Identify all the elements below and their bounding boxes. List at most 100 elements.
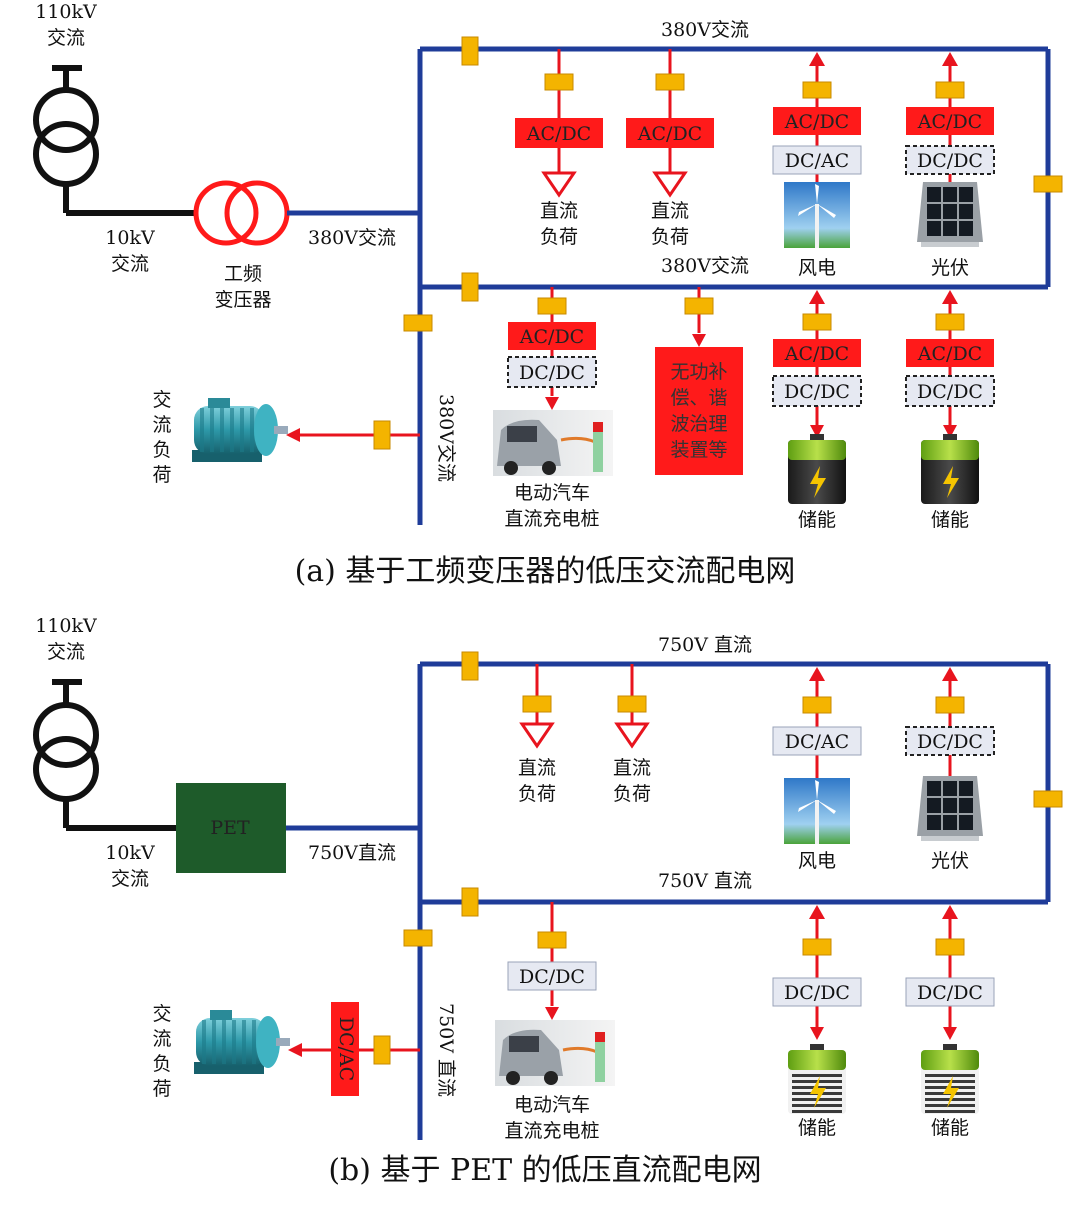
pv-branch: AC/DC DC/DC 光伏 [905,52,995,279]
breaker [1033,175,1063,193]
converter-ac-dc: AC/DC [626,118,714,148]
arrow-down [810,1027,824,1040]
line-10kv-label: 10kV [105,227,155,249]
ac-load-label: 负 [152,439,171,461]
breaker [802,81,832,99]
ac-load-label: 负 [152,1053,171,1075]
arrow-left [286,428,300,442]
compensation-label: 无功补 [670,361,727,383]
ev-label: 电动汽车 [514,1094,590,1116]
vertical-bus-label: 380V交流 [435,394,457,482]
converter-dc: DC/DC [507,961,597,991]
converter-label: AC/DC [637,123,702,145]
feeder-label: 750V直流 [308,842,396,864]
wind-branch: DC/AC 风电 [772,667,862,872]
converter-label: DC/AC [785,731,849,753]
line-10kv-label: 交流 [111,253,149,275]
pv-label: 光伏 [931,257,969,279]
breaker [802,313,832,331]
power-transformer-icon [193,180,290,246]
dc-load-label: 直流 [540,200,578,222]
pet-box [176,783,286,873]
breaker [403,314,433,332]
converter-label: DC/DC [917,381,983,403]
wind-label: 风电 [798,850,836,872]
converter-dc: DC/DC [905,145,995,175]
dc-load-triangle [652,171,688,198]
arrow-down [810,425,824,438]
dc-load-triangle [519,722,555,749]
compensation-device [655,347,743,475]
ev-label: 直流充电桩 [504,1120,599,1142]
compensation-label: 偿、谐 [670,387,727,409]
pv-branch: DC/DC 光伏 [905,667,995,872]
storage-label: 储能 [798,509,836,531]
arrow-left [288,1043,302,1057]
arrow-down [545,1007,559,1020]
compensation-label: 波治理 [670,413,727,435]
panel-a-ac-grid: 110kV交流10kV交流工频变压器380V交流380V交流380V交流380V… [33,1,1063,589]
converter-label: AC/DC [917,343,982,365]
motor-converter-label: DC/AC [335,1017,357,1081]
arrow-up [809,905,825,919]
breaker [522,695,552,713]
arrow-up [942,290,958,304]
breaker [655,73,685,91]
converter-label: AC/DC [784,343,849,365]
battery-icon [788,434,846,504]
breaker [461,272,479,302]
converter-dc: DC/DC [905,977,995,1007]
arrow-down [943,1027,957,1040]
arrow-up [942,667,958,681]
transformer-label: 工频 [224,263,262,285]
middle-bus-label: 380V交流 [661,255,749,277]
wind-label: 风电 [798,257,836,279]
storage-label: 储能 [931,509,969,531]
converter-label: DC/DC [917,731,983,753]
converter-label: DC/DC [917,150,983,172]
dc-load-label: 负荷 [613,783,651,805]
converter-label: DC/DC [917,982,983,1004]
converter-label: AC/DC [917,111,982,133]
battery-icon [921,434,979,504]
ac-load-label: 交 [152,1003,171,1025]
converter-ac-dc: AC/DC [906,107,994,135]
arrow-up [809,290,825,304]
vertical-bus-label: 750V 直流 [435,1003,457,1097]
breaker [935,696,965,714]
breaker [537,931,567,949]
arrow-up [942,905,958,919]
motor-icon [192,398,288,462]
converter-dc: DC/DC [905,726,995,756]
grid-110kv-label: 110kV [35,615,97,637]
ev-label: 直流充电桩 [504,508,599,530]
breaker [403,929,433,947]
caption-a: (a) 基于工频变压器的低压交流配电网 [295,554,796,589]
converter-ac-dc: AC/DC [773,339,861,367]
converter-label: DC/AC [785,150,849,172]
converter-ac-dc: AC/DC [773,107,861,135]
line-10kv-label: 交流 [111,868,149,890]
ev-charger-icon [495,1020,615,1086]
feeder-label: 380V交流 [308,227,396,249]
breaker [373,1035,391,1065]
converter-label: DC/DC [784,982,850,1004]
wind-branch: AC/DC DC/AC 风电 [772,52,862,279]
arrow-up [942,52,958,66]
converter-label: DC/DC [784,381,850,403]
converter-label: AC/DC [784,111,849,133]
top-bus-label: 380V交流 [661,19,749,41]
converter-dc: DC/DC [772,375,862,407]
converter-label: AC/DC [526,123,591,145]
converter-dc: DC/AC [772,726,862,756]
battery-icon [788,1044,846,1114]
pv-label: 光伏 [931,850,969,872]
